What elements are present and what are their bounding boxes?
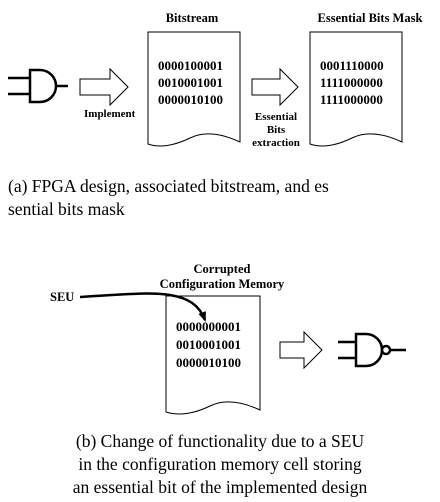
mask-row: 1111000000: [320, 92, 383, 107]
memory-title: Configuration Memory: [160, 277, 285, 291]
bitstream-row: 0000010100: [158, 92, 223, 107]
nand-gate-icon: [338, 332, 406, 368]
memory-row: 0010001001: [176, 337, 241, 352]
mask-document-icon: [309, 31, 403, 147]
memory-row: 0000000001: [176, 319, 241, 334]
memory-title: Corrupted: [194, 262, 251, 276]
and-gate-icon: [8, 68, 68, 104]
bitstream-document-icon: [147, 31, 241, 147]
memory-document-icon: [165, 295, 261, 415]
bitstream-row: 0010001001: [158, 75, 223, 90]
implement-label: Implement: [84, 108, 136, 120]
mask-title: Essential Bits Mask: [318, 11, 423, 25]
mask-row: 1111000000: [320, 75, 383, 90]
caption-a: (a) FPGA design, associated bitstream, a…: [8, 175, 438, 221]
seu-arrow-icon: [79, 292, 207, 322]
caption-line: an essential bit of the implemented desi…: [72, 477, 368, 497]
caption-line: (b) Change of functionality due to a SEU: [75, 431, 365, 451]
caption-b: (b) Change of functionality due to a SEU…: [70, 430, 370, 499]
seu-label: SEU: [50, 290, 74, 304]
caption-line: (a) FPGA design, associated bitstream, a…: [8, 176, 329, 196]
bitstream-title: Bitstream: [166, 11, 219, 25]
implement-arrow-icon: [79, 67, 129, 107]
caption-line: in the configuration memory cell storing: [78, 454, 362, 474]
mask-row: 0001110000: [320, 58, 384, 73]
result-arrow-icon: [279, 330, 323, 370]
caption-line: sential bits mask: [8, 199, 125, 219]
bitstream-row: 0000100001: [158, 58, 223, 73]
extraction-label: Essential: [255, 111, 297, 123]
extraction-label: Bits: [267, 124, 286, 136]
memory-row: 0000010100: [176, 355, 241, 370]
extraction-label: extraction: [252, 137, 300, 149]
extraction-arrow-icon: [251, 67, 299, 107]
